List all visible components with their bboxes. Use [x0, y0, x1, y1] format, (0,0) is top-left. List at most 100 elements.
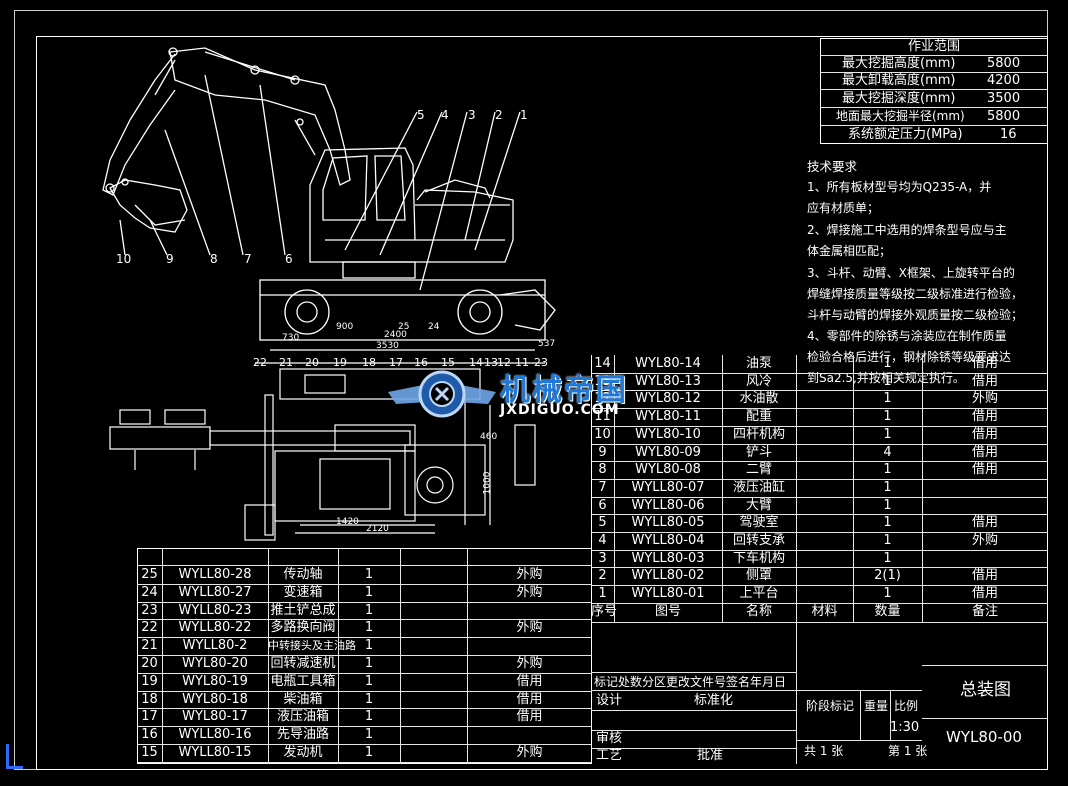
bom-cell-name: 中转接头及主油路	[268, 639, 356, 652]
bom-cell-note: 借用	[971, 356, 998, 371]
bom-cell-name: 水油散	[739, 391, 779, 406]
bom-cell-name: 液压油箱	[276, 709, 329, 724]
dim-1420: 1420	[336, 517, 359, 527]
bom-cell-no: 9	[598, 445, 607, 460]
bom-cell-code: WYLL80-22	[178, 620, 252, 635]
bom-row-line	[137, 726, 592, 727]
callout-4: 4	[441, 108, 449, 122]
bom-cell-code: WYLL80-07	[631, 480, 705, 495]
bom-row-line	[591, 408, 1048, 409]
tb-process: 工艺	[596, 748, 623, 763]
bom-cell-name: 配重	[745, 409, 772, 424]
bom-cell-name: 侧罩	[745, 568, 772, 583]
bom-cell-name: 大臂	[745, 498, 772, 513]
bom-cell-note: 借用	[516, 692, 543, 707]
bom-cell-no: 25	[141, 567, 158, 582]
scope-value: 4200	[987, 73, 1021, 88]
bom-header-qty: 数量	[874, 604, 901, 619]
bom-cell-qty: 1	[883, 586, 892, 601]
tb-standard: 标准化	[694, 693, 734, 708]
bom-cell-qty: 1	[364, 585, 374, 600]
bom-row-line	[137, 691, 592, 692]
watermark-en: JXDIGUO.COM	[500, 402, 620, 418]
bom-cell-name: 上平台	[739, 586, 779, 601]
scope-row-line	[820, 89, 1048, 90]
tb-drawing-name: 总装图	[960, 680, 1011, 700]
callout-7: 7	[244, 252, 252, 266]
tb-approve: 批准	[697, 748, 724, 763]
scope-label: 最大卸载高度(mm)	[842, 73, 956, 88]
scope-row-line	[820, 72, 1048, 73]
bom-cell-no: 10	[594, 427, 611, 442]
tb-line	[796, 740, 922, 741]
bom-cell-no: 15	[141, 745, 158, 760]
bom-cell-qty: 1	[364, 674, 374, 689]
bom-header-code: 图号	[654, 604, 681, 619]
callout-6: 6	[285, 252, 293, 266]
bom-cell-note: 外购	[516, 745, 543, 760]
dim-3530: 3530	[376, 341, 399, 351]
bom-cell-name: 回转支承	[732, 533, 785, 548]
excavator-plan-view	[109, 362, 545, 541]
callout-8: 8	[210, 252, 218, 266]
bom-cell-note: 外购	[516, 567, 543, 582]
bom-cell-code: WYL80-08	[635, 462, 701, 477]
callout-16: 16	[414, 356, 428, 369]
bom-cell-qty: 1	[883, 356, 892, 371]
scope-label: 地面最大挖掘半径(mm)	[836, 109, 965, 123]
tb-line	[591, 748, 796, 749]
scope-value: 16	[1000, 127, 1017, 142]
callout-3: 3	[468, 108, 476, 122]
bom-cell-code: WYLL80-16	[178, 727, 252, 742]
bom-cell-qty: 1	[883, 391, 892, 406]
scope-value: 5800	[987, 56, 1021, 71]
bom-cell-code: WYLL80-02	[631, 568, 705, 583]
scope-row-line	[820, 125, 1048, 126]
scope-label: 最大挖掘深度(mm)	[842, 91, 956, 106]
callout-15: 15	[441, 356, 455, 369]
bom-cell-note: 借用	[971, 462, 998, 477]
bom-cell-name: 风冷	[745, 374, 772, 389]
bom-row-line	[591, 479, 1048, 480]
bom-cell-name: 回转减速机	[270, 656, 336, 671]
scope-label: 最大挖掘高度(mm)	[842, 56, 956, 71]
bom-row-line	[591, 585, 1048, 586]
tech-line: 斗杆与动臂的焊接外观质量按二级检验；	[807, 308, 1024, 322]
bom-cell-name: 液压油缸	[732, 480, 785, 495]
bom-cell-name: 推土铲总成	[270, 603, 336, 618]
bom-cell-note: 借用	[971, 586, 998, 601]
bom-cell-qty: 1	[883, 551, 892, 566]
bom-cell-code: WYLL80-27	[178, 585, 252, 600]
bom-row-line	[137, 565, 592, 566]
tech-line: 焊缝焊接质量等级按二级标准进行检验，	[807, 287, 1024, 301]
bom-cell-qty: 2(1)	[874, 568, 901, 583]
scope-label: 系统额定压力(MPa)	[848, 127, 963, 142]
bom-cell-qty: 4	[883, 445, 892, 460]
bom-cell-name: 传动轴	[283, 567, 323, 582]
tb-stage: 阶段标记	[806, 699, 855, 713]
bom-row-line	[137, 744, 592, 745]
bom-cell-note: 借用	[971, 568, 998, 583]
bom-cell-name: 先导油路	[276, 727, 329, 742]
scope-table	[820, 38, 1048, 144]
tech-line: 检验合格后进行，钢材除锈等级要求达	[807, 350, 1012, 364]
bom-row-line	[591, 550, 1048, 551]
bom-cell-code: WYL80-17	[182, 709, 248, 724]
bom-header-no: 序号	[591, 604, 618, 619]
bom-cell-no: 12	[594, 391, 611, 406]
bom-cell-name: 多路换向阀	[270, 620, 336, 635]
bom-cell-note: 借用	[971, 445, 998, 460]
tb-line	[591, 672, 796, 673]
bom-col-line	[796, 355, 797, 623]
bom-col-line	[268, 548, 269, 764]
bom-row-line	[137, 708, 592, 709]
bom-cell-qty: 1	[883, 533, 892, 548]
bom-cell-name: 变速箱	[283, 585, 323, 600]
bom-col-line	[614, 355, 615, 623]
bom-cell-no: 3	[598, 551, 607, 566]
callout-14: 14	[469, 356, 483, 369]
callout-23: 23	[534, 356, 548, 369]
bom-cell-no: 6	[598, 498, 607, 513]
bom-cell-code: WYL80-11	[635, 409, 701, 424]
tb-design: 设计	[596, 693, 623, 708]
